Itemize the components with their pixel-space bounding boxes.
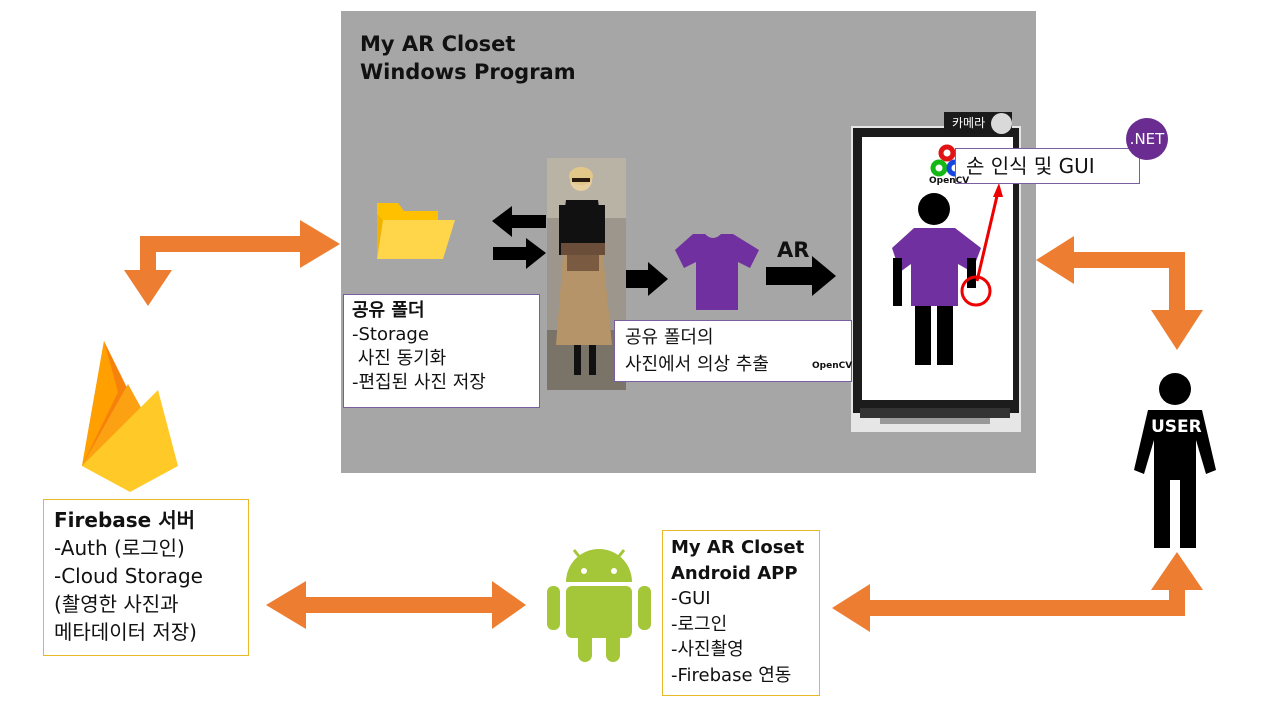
shared-folder-line2: 사진 동기화	[352, 348, 447, 369]
dotnet-logo: .NET	[1126, 118, 1168, 160]
folder-icon	[377, 203, 455, 259]
person-icon	[1134, 373, 1216, 548]
user-label: USER	[1151, 417, 1202, 437]
extract-line2: 사진에서 의상 추출	[625, 354, 769, 375]
hand-recognition-box: 손 인식 및 GUI	[955, 148, 1140, 184]
firebase-line4: 메타데이터 저장)	[54, 620, 197, 644]
connector-firebase-android	[266, 581, 526, 629]
opencv-label-hand: OpenCV	[929, 176, 970, 186]
avatar-on-screen	[892, 183, 1003, 365]
connector-firebase-windows	[124, 220, 340, 306]
android-logo	[547, 549, 651, 662]
shared-folder-title: 공유 폴더	[352, 300, 425, 321]
android-line4: -Firebase 연동	[671, 664, 792, 686]
firebase-logo	[82, 341, 178, 492]
shared-folder-line1: -Storage	[352, 324, 429, 345]
opencv-label: OpenCV	[812, 361, 853, 371]
ar-arrow	[766, 256, 836, 296]
android-line1: -GUI	[671, 588, 711, 609]
photo-woman	[547, 158, 626, 390]
windows-program-title: My AR Closet Windows Program	[360, 30, 576, 86]
android-title-line2: Android APP	[671, 562, 798, 584]
connector-monitor-user	[1036, 236, 1203, 350]
extract-line1: 공유 폴더의	[625, 327, 714, 348]
firebase-line1: -Auth (로그인)	[54, 536, 185, 560]
android-line3: -사진촬영	[671, 639, 744, 660]
arrow-photo-to-shirt	[626, 262, 668, 296]
shared-folder-box: 공유 폴더 -Storage 사진 동기화 -편집된 사진 저장	[343, 294, 540, 408]
ar-label: AR	[777, 238, 810, 262]
camera-icon	[991, 113, 1012, 134]
firebase-server-box: Firebase 서버 -Auth (로그인) -Cloud Storage (촬영한…	[43, 499, 249, 656]
firebase-title: Firebase 서버	[54, 508, 195, 532]
firebase-line3: (촬영한 사진과	[54, 592, 179, 616]
sync-arrows	[492, 206, 546, 269]
firebase-line2: -Cloud Storage	[54, 564, 203, 588]
shared-folder-line3: -편집된 사진 저장	[352, 372, 486, 393]
android-line2: -로그인	[671, 613, 728, 635]
connector-android-user	[832, 552, 1203, 632]
windows-title-line2: Windows Program	[360, 60, 576, 84]
android-title-line1: My AR Closet	[671, 537, 805, 558]
shirt-icon	[675, 234, 759, 310]
windows-title-line1: My AR Closet	[360, 32, 516, 56]
